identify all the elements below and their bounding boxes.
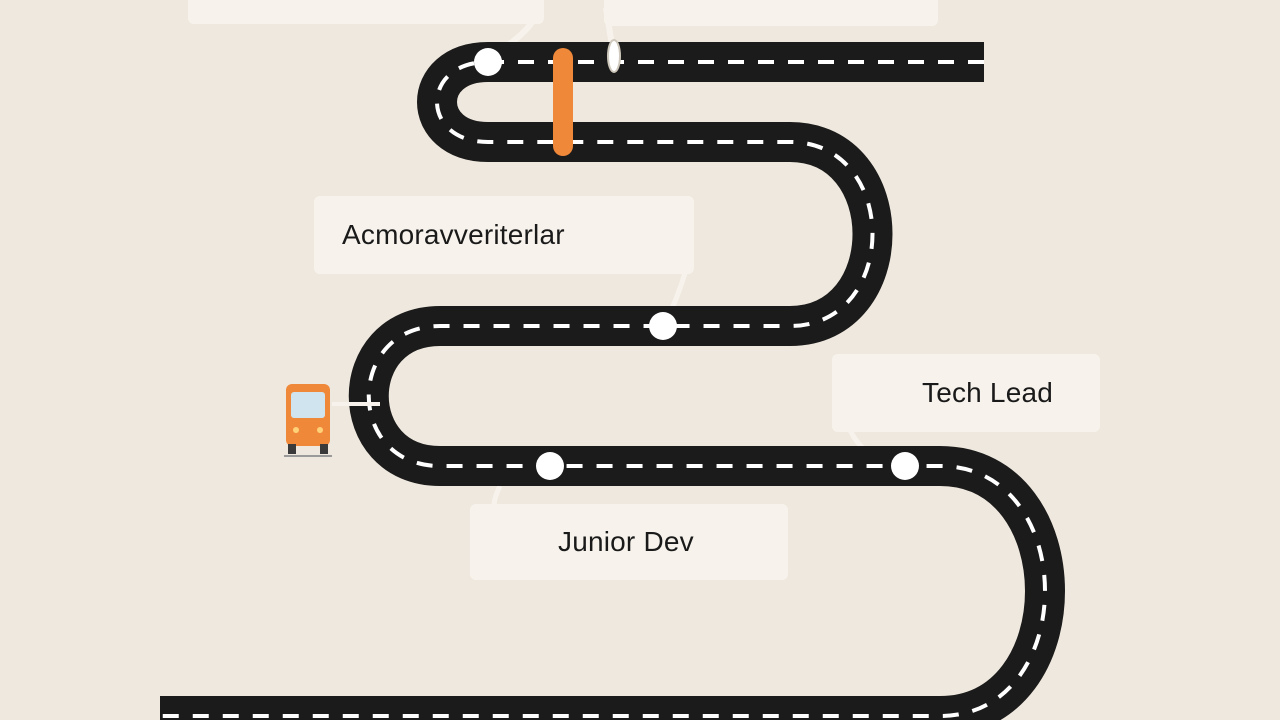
milestone-label-3: Tech Lead xyxy=(922,377,1054,408)
milestone-callout-1: Junior Dev xyxy=(470,504,788,580)
milestone-callout-2: Acmoravveriterlar xyxy=(314,196,694,274)
waypoint-marker-icon xyxy=(607,39,621,73)
connector-milestone-1 xyxy=(491,484,503,507)
lane-marking xyxy=(160,60,1047,718)
bus-icon xyxy=(284,384,332,457)
milestone-dot-1 xyxy=(536,452,564,480)
milestone-dot-top xyxy=(474,48,502,76)
milestone-label-2: Acmoravveriterlar xyxy=(342,219,565,250)
milestone-callout-3: Tech Lead xyxy=(832,354,1100,432)
callout-top-right xyxy=(604,0,938,26)
milestone-dot-3 xyxy=(891,452,919,480)
milestone-label-1: Junior Dev xyxy=(558,526,694,557)
milestone-dot-2 xyxy=(649,312,677,340)
callout-top-left xyxy=(188,0,544,24)
